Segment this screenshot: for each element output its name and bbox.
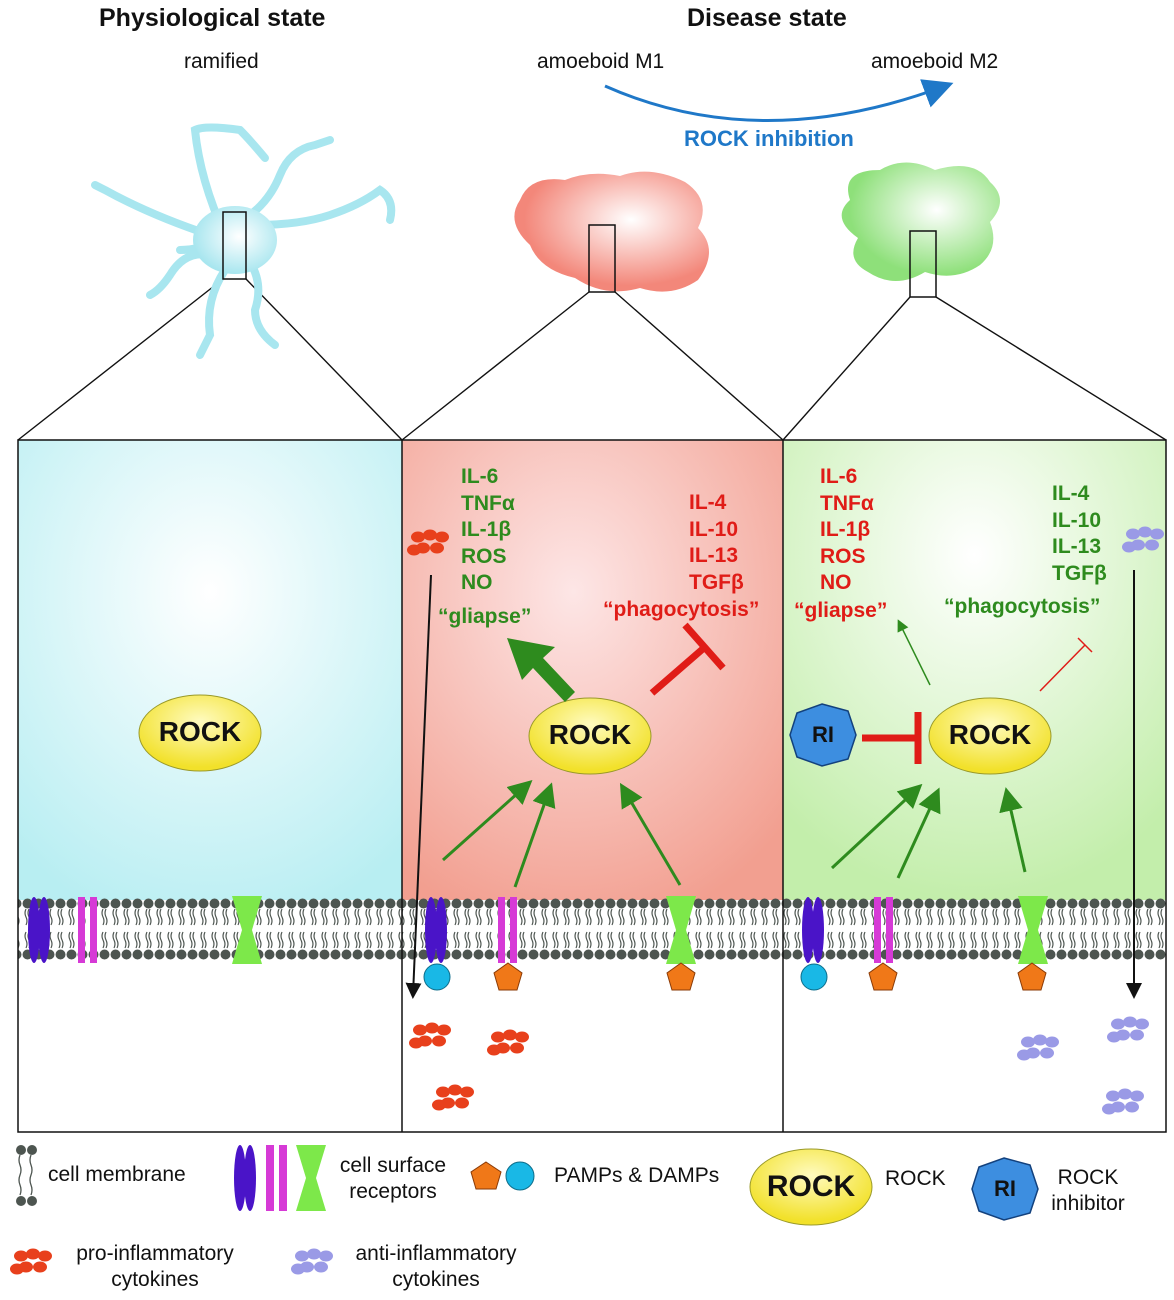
m2-pro-inflammatory-list: IL-6 TNFα IL-1β ROS NO: [820, 465, 874, 594]
disease-state-title: Disease state: [687, 4, 847, 32]
receptors-right: [800, 896, 1048, 991]
pamp-ligand: [1017, 962, 1047, 991]
gliapse-small-arrow: [897, 619, 931, 686]
phagocytosis-small-inhibition: [1039, 637, 1093, 692]
legend-ri-icon: [971, 1157, 1039, 1221]
amoeboid-m1-label: amoeboid M1: [537, 50, 665, 73]
rock-label-left: ROCK: [158, 716, 242, 747]
m1-amoeboid-cell: [514, 171, 709, 292]
legend-damp-icon: [505, 1161, 535, 1191]
anti-inflammatory-cytokine-cluster: [1107, 1016, 1149, 1043]
anti-inflammatory-cytokine-cluster: [1102, 1088, 1144, 1115]
m1-phagocytosis-label: “phagocytosis”: [603, 598, 760, 621]
m2-phagocytosis-label: “phagocytosis”: [944, 595, 1101, 618]
ri-inhibits-rock: [862, 712, 922, 764]
legend-rock-inhibitor-label: ROCK inhibitor: [1051, 1166, 1125, 1215]
pamp-ligand: [666, 962, 696, 991]
ri-label-right: RI: [812, 722, 834, 747]
rock-inhibitor-right: [789, 703, 857, 767]
damp-ligand: [423, 963, 451, 991]
physiological-panel: [18, 440, 402, 900]
rock-inhibition-arrow: [604, 79, 954, 122]
rock-enzyme-right: [928, 697, 1052, 775]
legend-anti-inflammatory-label: anti-inflammatory cytokines: [355, 1242, 517, 1291]
legend-pamps-damps-label: PAMPs & DAMPs: [554, 1164, 720, 1187]
phagocytosis-inhibition-middle: [649, 622, 726, 696]
anti-inflammatory-cytokine-cluster: [1122, 526, 1164, 553]
legend-rock-label: ROCK: [885, 1167, 946, 1190]
amoeboid-m2-label: amoeboid M2: [871, 50, 999, 73]
m2-panel: [783, 440, 1166, 900]
gliapse-large-arrow: [507, 638, 575, 702]
pro-inflammatory-cytokine-cluster: [432, 1084, 474, 1111]
pro-inflammatory-cytokine-cluster: [409, 1022, 451, 1049]
cell-membrane: [18, 898, 1166, 960]
legend-rock-icon: [749, 1148, 873, 1226]
rock-inhibition-label: ROCK inhibition: [684, 126, 854, 151]
receptors-middle: [423, 896, 696, 991]
m1-pro-inflammatory-list: IL-6 TNFα IL-1β ROS NO: [461, 465, 515, 594]
pamp-ligand: [868, 962, 898, 991]
receptors-left: [28, 896, 262, 964]
m2-anti-inflammatory-list: IL-4 IL-10 IL-13 TGFβ: [1052, 482, 1107, 585]
rock-label-middle: ROCK: [548, 719, 632, 750]
legend-rock-symbol-text: ROCK: [766, 1170, 856, 1203]
ramified-microglia-cell: [91, 123, 396, 359]
rock-enzyme-left: [138, 694, 262, 772]
m1-panel: [402, 440, 783, 900]
legend-receptors-label: cell surface receptors: [339, 1154, 447, 1203]
pamp-ligand: [493, 962, 523, 991]
legend-anti-inflammatory-icon: [291, 1248, 333, 1275]
ramified-label: ramified: [184, 50, 259, 73]
m2-gliapse-label: “gliapse”: [794, 599, 888, 622]
rock-enzyme-middle: [528, 697, 652, 775]
legend-graphics: [16, 1145, 1039, 1226]
physiological-state-title: Physiological state: [99, 4, 326, 32]
rock-label-right: ROCK: [948, 719, 1032, 750]
anti-inflammatory-cytokine-cluster: [1017, 1034, 1059, 1061]
m1-gliapse-label: “gliapse”: [438, 605, 532, 628]
legend-cell-membrane-label: cell membrane: [48, 1163, 186, 1186]
right-activation-arrows: [830, 783, 1027, 879]
pro-inflammatory-cytokine-cluster: [487, 1029, 529, 1056]
legend-ri-symbol-text: RI: [994, 1176, 1016, 1201]
legend-pro-inflammatory-label: pro-inflammatory cytokines: [76, 1242, 234, 1291]
m1-anti-inflammatory-list: IL-4 IL-10 IL-13 TGFβ: [689, 491, 744, 594]
damp-ligand: [800, 963, 828, 991]
zoom-lines: [17, 278, 1167, 441]
cytokine-clusters: [10, 526, 1164, 1275]
pro-inflammatory-cytokine-cluster: [407, 529, 449, 556]
pro-cytokine-secretion-arrow: [405, 574, 432, 999]
middle-activation-arrows: [442, 780, 682, 888]
legend-pamp-icon: [470, 1161, 502, 1190]
legend-membrane-icon: [16, 1145, 37, 1206]
m2-amoeboid-cell: [841, 162, 1000, 281]
legend-pro-inflammatory-icon: [10, 1248, 52, 1275]
legend-receptors-icon: [234, 1145, 326, 1211]
